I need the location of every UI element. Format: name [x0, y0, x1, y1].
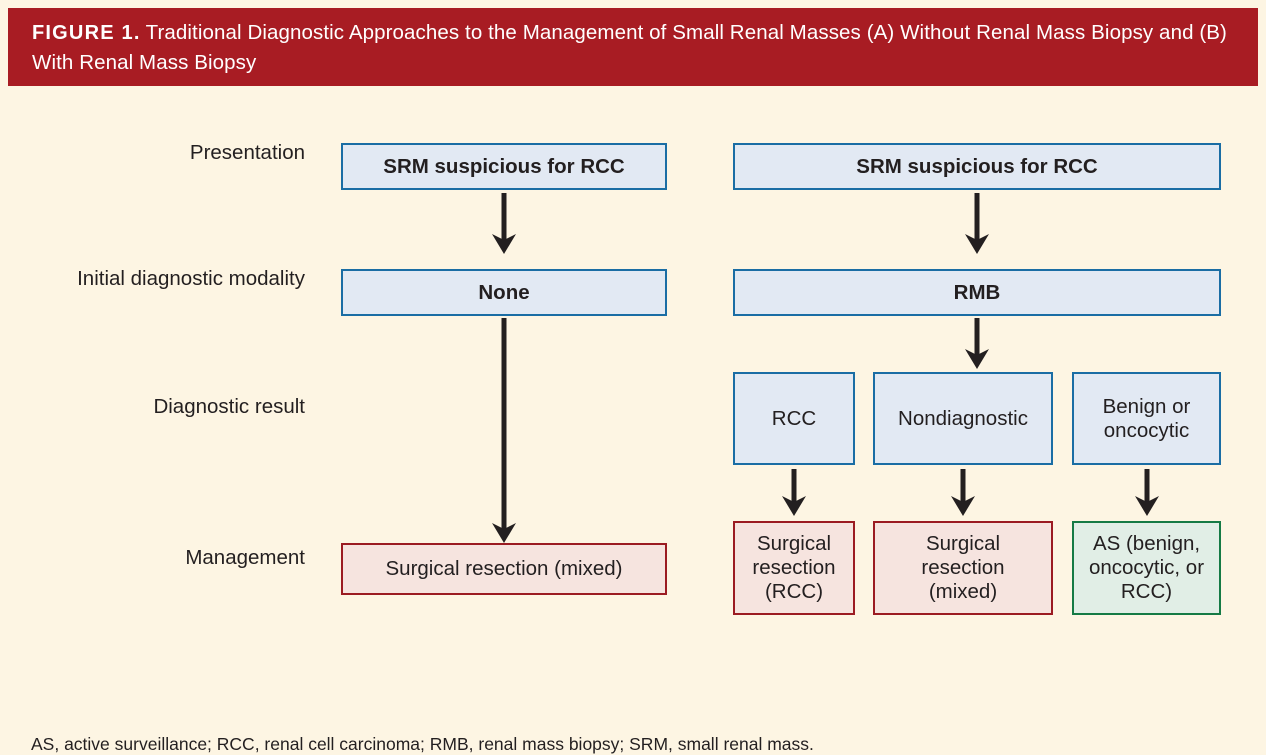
figure-title: Traditional Diagnostic Approaches to the… [32, 21, 1227, 74]
diagram-canvas: Presentation Initial diagnostic modality… [0, 86, 1266, 754]
panel-b-presentation-label: SRM suspicious for RCC [856, 154, 1098, 178]
panel-b-management-label-mixed: Surgical resection (mixed) [921, 532, 1005, 603]
figure-page: FIGURE 1.Traditional Diagnostic Approach… [0, 8, 1266, 754]
figure-number-label: FIGURE 1. [32, 22, 141, 44]
panel-a-management-box[interactable]: Surgical resection (mixed) [341, 543, 667, 595]
panel-b-result-label-benign: Benign or oncocytic [1102, 394, 1191, 442]
panel-b-management-box-as[interactable]: AS (benign, oncocytic, or RCC) [1072, 521, 1221, 615]
panel-b-management-box-mixed[interactable]: Surgical resection (mixed) [873, 521, 1053, 615]
panel-b-arrow-presentation-to-modality [962, 193, 992, 255]
panel-b-arrow-modality-to-results [962, 318, 992, 370]
panel-b-arrow-benign-to-management [1132, 469, 1162, 517]
row-label-presentation: Presentation [189, 141, 305, 164]
panel-a-presentation-label: SRM suspicious for RCC [383, 154, 625, 178]
panel-b-result-label-rcc: RCC [771, 406, 817, 430]
panel-b-management-box-rcc[interactable]: Surgical resection (RCC) [733, 521, 855, 615]
figure-header-band: FIGURE 1.Traditional Diagnostic Approach… [8, 8, 1258, 86]
figure-header-text: FIGURE 1.Traditional Diagnostic Approach… [32, 18, 1236, 77]
panel-a-management-label: Surgical resection (mixed) [385, 557, 623, 580]
panel-b-management-label-as: AS (benign, oncocytic, or RCC) [1088, 532, 1205, 603]
panel-a-modality-box[interactable]: None [341, 269, 667, 316]
panel-b-result-box-benign[interactable]: Benign or oncocytic [1072, 372, 1221, 465]
panel-b-result-box-nondiagnostic[interactable]: Nondiagnostic [873, 372, 1053, 465]
panel-b-presentation-box[interactable]: SRM suspicious for RCC [733, 143, 1221, 190]
row-label-diagnostic-result: Diagnostic result [153, 395, 305, 418]
panel-b-modality-box[interactable]: RMB [733, 269, 1221, 316]
row-label-initial-diagnostic-modality: Initial diagnostic modality [77, 267, 305, 290]
row-label-management: Management [185, 546, 305, 569]
figure-footnote: AS, active surveillance; RCC, renal cell… [31, 734, 814, 754]
panel-b-management-label-rcc: Surgical resection (RCC) [752, 532, 836, 603]
panel-a-modality-label: None [478, 280, 530, 304]
panel-a-arrow-presentation-to-modality [489, 193, 519, 255]
panel-b-modality-label: RMB [953, 280, 1001, 304]
panel-b-result-box-rcc[interactable]: RCC [733, 372, 855, 465]
panel-a-arrow-modality-to-management [489, 318, 519, 544]
panel-b-arrow-nondiagnostic-to-management [948, 469, 978, 517]
panel-b-result-label-nondiagnostic: Nondiagnostic [898, 406, 1028, 430]
panel-a-presentation-box[interactable]: SRM suspicious for RCC [341, 143, 667, 190]
panel-b-arrow-rcc-to-management [779, 469, 809, 517]
